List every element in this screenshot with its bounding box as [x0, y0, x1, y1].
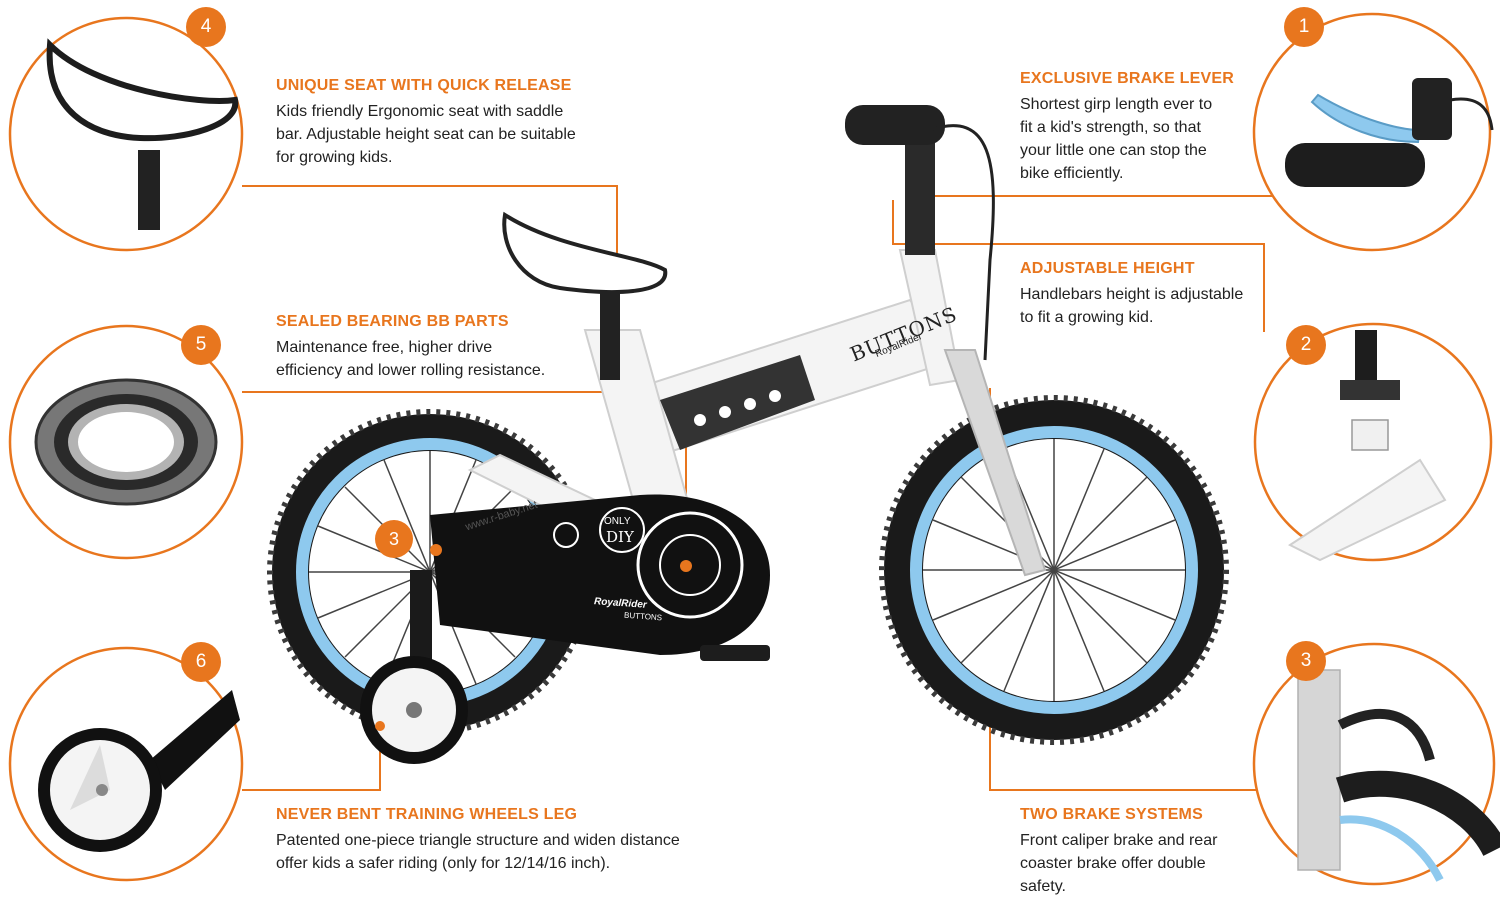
feature-line: efficiency and lower rolling resistance. [276, 362, 546, 379]
bike-seat [502, 211, 668, 380]
chainguard-badge-bottom: DIY [606, 528, 634, 546]
feature-line: for growing kids. [276, 149, 393, 166]
feature-brake-lever: EXCLUSIVE BRAKE LEVER Shortest girp leng… [1020, 70, 1234, 185]
feature-description: Kids friendly Ergonomic seat with saddle… [276, 100, 576, 169]
feature-line: Patented one-piece triangle structure an… [276, 832, 680, 849]
feature-line: Shortest girp length ever to [1020, 96, 1213, 113]
feature-title: ADJUSTABLE HEIGHT [1020, 260, 1195, 277]
feature-line: your little one can stop the [1020, 142, 1207, 159]
chainguard [430, 494, 770, 661]
feature-line: bar. Adjustable height seat can be suita… [276, 126, 576, 143]
feature-brakes: TWO BRAKE SYSTEMS Front caliper brake an… [1020, 806, 1217, 898]
detail-circle-caliper [1252, 642, 1500, 886]
saddle-icon [46, 38, 239, 142]
feature-title: NEVER BENT TRAINING WHEELS LEG [276, 806, 578, 823]
feature-line: offer kids a safer riding (only for 12/1… [276, 855, 611, 872]
feature-height: ADJUSTABLE HEIGHT Handlebars height is a… [1020, 260, 1243, 329]
detail-circle-stem [1253, 322, 1493, 562]
feature-line: fit a kid's strength, so that [1020, 119, 1201, 136]
feature-line: bike efficiently. [1020, 165, 1124, 182]
badge-brake-lever: 1 [1284, 7, 1324, 47]
feature-line: Front caliper brake and rear [1020, 832, 1218, 849]
chainguard-badge-top: ONLY [604, 516, 631, 527]
feature-line: Kids friendly Ergonomic seat with saddle [276, 103, 564, 120]
connector-height [892, 200, 1265, 332]
feature-line: coaster brake offer double [1020, 855, 1206, 872]
feature-line: Maintenance free, higher drive [276, 339, 493, 356]
feature-title: SEALED BEARING BB PARTS [276, 313, 509, 330]
badge-brakes: 3 [1286, 641, 1326, 681]
feature-line: Handlebars height is adjustable [1020, 286, 1244, 303]
feature-description: Front caliper brake and rear coaster bra… [1020, 829, 1217, 898]
training-wheel-icon [38, 690, 240, 852]
feature-description: Patented one-piece triangle structure an… [276, 829, 680, 875]
detail-circle-seat [8, 16, 244, 252]
feature-title: UNIQUE SEAT WITH QUICK RELEASE [276, 77, 572, 94]
brake-lever-icon [1285, 78, 1494, 187]
caliper-brake-icon [1297, 669, 1500, 882]
training-wheel [360, 570, 468, 764]
detail-circle-brake-lever [1252, 12, 1494, 252]
feature-line: to fit a growing kid. [1020, 309, 1154, 326]
badge-center: 3 [375, 520, 413, 558]
badge-height: 2 [1286, 325, 1326, 365]
detail-circle-training [8, 646, 244, 882]
feature-bearing: SEALED BEARING BB PARTS Maintenance free… [276, 313, 545, 382]
feature-line: safety. [1020, 878, 1066, 895]
badge-training: 6 [181, 642, 221, 682]
feature-description: Shortest girp length ever to fit a kid's… [1020, 93, 1234, 185]
connector-training [242, 726, 381, 791]
feature-description: Handlebars height is adjustable to fit a… [1020, 283, 1243, 329]
feature-title: EXCLUSIVE BRAKE LEVER [1020, 70, 1235, 87]
badge-bearing: 5 [181, 325, 221, 365]
feature-seat: UNIQUE SEAT WITH QUICK RELEASE Kids frie… [276, 77, 576, 169]
badge-seat: 4 [186, 7, 226, 47]
front-wheel [879, 395, 1229, 745]
feature-description: Maintenance free, higher drive efficienc… [276, 336, 545, 382]
stem-icon [1287, 330, 1447, 562]
feature-title: TWO BRAKE SYSTEMS [1020, 806, 1203, 823]
bearing-icon [34, 378, 218, 506]
bike-illustration [267, 105, 1229, 764]
detail-circle-bearing [8, 324, 244, 560]
feature-training: NEVER BENT TRAINING WHEELS LEG Patented … [276, 806, 680, 875]
